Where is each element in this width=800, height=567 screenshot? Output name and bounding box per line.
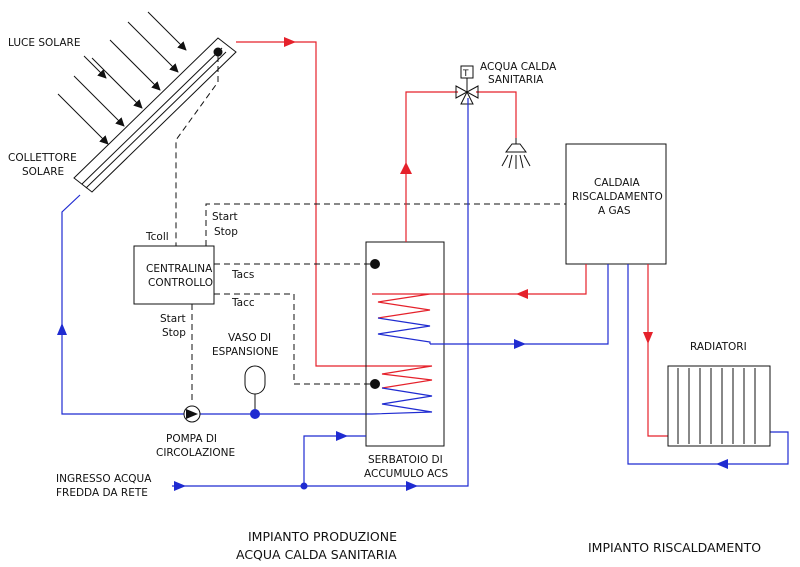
- controller-label-1: CENTRALINA: [146, 263, 213, 275]
- expansion-label-2: ESPANSIONE: [212, 346, 279, 358]
- controller-box: [133, 245, 215, 305]
- radiators-label: RADIATORI: [690, 341, 747, 353]
- radiator-icon: [667, 365, 771, 447]
- pump-label-1: POMPA DI: [166, 433, 217, 445]
- start-label-top: Start: [212, 211, 238, 223]
- inlet-label-1: INGRESSO ACQUA: [56, 473, 152, 485]
- collector-label-1: COLLETTORE: [8, 152, 77, 164]
- cold-water-inlet-pipe: [172, 98, 469, 491]
- controller-label-2: CONTROLLO: [148, 277, 213, 289]
- sun-rays-icon: [57, 11, 187, 145]
- solar-collector: [73, 37, 237, 193]
- hot-water-label-2: SANITARIA: [488, 74, 544, 86]
- collector-sensor-icon: [213, 47, 223, 57]
- tacc-label: Tacc: [231, 297, 255, 309]
- shower-head-icon: [501, 138, 531, 169]
- pump-icon: [183, 405, 201, 423]
- section-heating-title: IMPIANTO RISCALDAMENTO: [588, 540, 761, 555]
- tank-label-2: ACCUMULO ACS: [364, 468, 448, 480]
- collector-cold-pipe: [57, 194, 372, 415]
- boiler-label-2: RISCALDAMENTO: [572, 191, 663, 203]
- boiler-box: [565, 143, 667, 265]
- thermostat-mark: T: [462, 69, 469, 79]
- boiler-tank-loop: [430, 264, 609, 349]
- mixing-valve-icon: [455, 65, 479, 105]
- sunlight-label: LUCE SOLARE: [8, 37, 80, 49]
- boiler-label-3: A GAS: [598, 205, 631, 217]
- expansion-label-1: VASO DI: [228, 332, 271, 344]
- stop-label-bottom: Stop: [162, 327, 186, 339]
- expansion-vessel: [244, 365, 266, 419]
- section-dhw-title-2: ACQUA CALDA SANITARIA: [236, 547, 397, 562]
- boiler-label-1: CALDAIA: [594, 177, 641, 189]
- hot-water-outlet-pipe: [400, 91, 517, 242]
- tacs-label: Tacs: [231, 269, 254, 281]
- start-label-bottom: Start: [160, 313, 186, 325]
- tcoll-label: Tcoll: [145, 231, 169, 243]
- pump-label-2: CIRCOLAZIONE: [156, 447, 235, 459]
- boiler-radiator-loop: [627, 264, 789, 469]
- hot-water-label-1: ACQUA CALDA: [480, 61, 557, 73]
- tank-label-1: SERBATOIO DI: [368, 454, 443, 466]
- control-signal-lines: [175, 56, 566, 400]
- section-dhw-title-1: IMPIANTO PRODUZIONE: [248, 529, 397, 544]
- collector-label-2: SOLARE: [22, 166, 64, 178]
- stop-label-top: Stop: [214, 226, 238, 238]
- inlet-label-2: FREDDA DA RETE: [56, 487, 148, 499]
- collector-hot-pipe: [236, 37, 372, 367]
